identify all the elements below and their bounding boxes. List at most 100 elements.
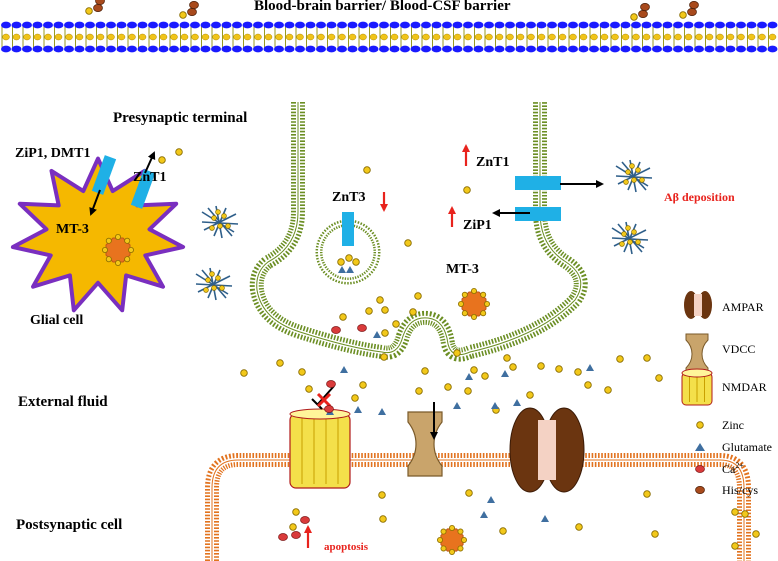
zinc-ion: [623, 179, 629, 185]
legend-hiscys-label: His/cys: [722, 483, 758, 497]
zinc-ion: [221, 213, 227, 219]
zinc-ion: [276, 359, 284, 367]
zinc-ion: [158, 156, 166, 164]
zinc-ion: [643, 354, 651, 362]
abeta-aggregate: [201, 205, 239, 239]
glutamate-molecule: [480, 511, 488, 518]
abeta-fibril: [207, 207, 233, 237]
zinc-ion: [414, 292, 422, 300]
zinc-ion: [225, 223, 231, 229]
abeta-aggregate: [195, 267, 233, 301]
legend-vdcc-icon: [685, 333, 709, 375]
zinc-ion: [621, 231, 627, 237]
zinc-ion: [289, 523, 297, 531]
zinc-ion: [503, 354, 511, 362]
zinc-ion: [616, 355, 624, 363]
znt1-presynaptic-transporter: [515, 176, 561, 190]
zinc-ion: [619, 241, 625, 247]
zinc-ion: [584, 381, 592, 389]
zinc-ion: [404, 239, 412, 247]
zinc-ion: [741, 510, 749, 518]
zinc-ion: [215, 209, 221, 215]
zinc-ion: [731, 542, 739, 550]
zinc-ion: [409, 308, 417, 316]
synaptic-vesicle: [315, 212, 381, 285]
zinc-ion: [461, 291, 468, 298]
legend-zinc-icon: [696, 421, 704, 429]
glutamate-molecule: [338, 266, 346, 273]
zinc-ion: [643, 490, 651, 498]
zinc-ion: [635, 167, 641, 173]
zinc-ion: [219, 285, 225, 291]
glutamate-molecule: [378, 408, 386, 415]
hiscys-molecule: [189, 1, 199, 9]
zinc-ion: [635, 239, 641, 245]
zinc-ion: [509, 363, 517, 371]
zinc-ion: [381, 329, 389, 337]
glutamate-molecule: [491, 402, 499, 409]
zinc-ion: [575, 523, 583, 531]
zinc-ion: [115, 233, 122, 240]
zinc-ion: [555, 365, 563, 373]
zinc-ion: [440, 545, 447, 552]
zinc-ion: [470, 366, 478, 374]
znt1-right-label: ZnT1: [476, 155, 510, 170]
zinc-ion: [463, 186, 471, 194]
red-x-stroke: [316, 392, 332, 408]
zinc-ion: [379, 515, 387, 523]
zinc-ion: [345, 254, 353, 262]
hiscys-molecule: [687, 8, 697, 16]
zinc-ion: [470, 287, 477, 294]
abeta-fibril: [201, 269, 227, 299]
zinc-ion: [105, 237, 112, 244]
calcium-ion: [300, 516, 310, 524]
mt3-pre-label: MT-3: [446, 262, 479, 277]
zinc-ion: [526, 391, 534, 399]
hiscys-molecule: [95, 0, 105, 5]
glial-cell-label: Glial cell: [30, 313, 84, 328]
zinc-ion: [211, 215, 217, 221]
presynaptic-membrane-core: [254, 102, 583, 357]
glutamate-molecule: [501, 370, 509, 377]
zinc-ion: [392, 320, 400, 328]
zinc-ion: [480, 310, 487, 317]
zinc-hiscys-complex: [630, 3, 650, 21]
zinc-ion: [465, 489, 473, 497]
zinc-ion: [115, 259, 122, 266]
zinc-ion: [631, 177, 637, 183]
znt3-transporter: [342, 212, 354, 246]
glutamate-molecule: [453, 402, 461, 409]
legend-hiscys-icon: [695, 486, 705, 494]
zinc-ion: [205, 277, 211, 283]
postsynaptic-label: Postsynaptic cell: [16, 517, 123, 533]
zinc-ion: [211, 285, 217, 291]
legend-calcium-text: Ca: [722, 462, 736, 476]
presynaptic-membrane-line: [256, 102, 582, 356]
zinc-ion: [627, 239, 633, 245]
znt3-label: ZnT3: [332, 190, 366, 205]
glutamate-molecule: [340, 366, 348, 373]
zinc-ion: [127, 246, 134, 253]
znt1-glial-label: ZnT1: [133, 170, 167, 185]
zinc-ion: [217, 223, 223, 229]
external-fluid-label: External fluid: [18, 394, 108, 410]
zinc-ion: [339, 313, 347, 321]
znt1-glial-transporter: [130, 169, 156, 209]
zinc-ion: [240, 369, 248, 377]
mt3-glial-label: MT-3: [56, 222, 89, 237]
zinc-ion: [351, 394, 359, 402]
postsynaptic-membrane-line: [211, 459, 745, 561]
legend-ampar-label: AMPAR: [722, 300, 764, 314]
zinc-ion: [574, 368, 582, 376]
zinc-ion: [639, 177, 645, 183]
zinc-ion: [457, 300, 464, 307]
zinc-ion: [457, 545, 464, 552]
nmdar-body: [289, 413, 351, 489]
inhibition-bar: [311, 398, 323, 410]
mt3-presynaptic-cluster: [457, 287, 490, 320]
zinc-ion: [481, 372, 489, 380]
zinc-ion: [630, 13, 638, 21]
zinc-ion: [440, 528, 447, 535]
zinc-ion: [651, 530, 659, 538]
zinc-ion: [365, 307, 373, 315]
